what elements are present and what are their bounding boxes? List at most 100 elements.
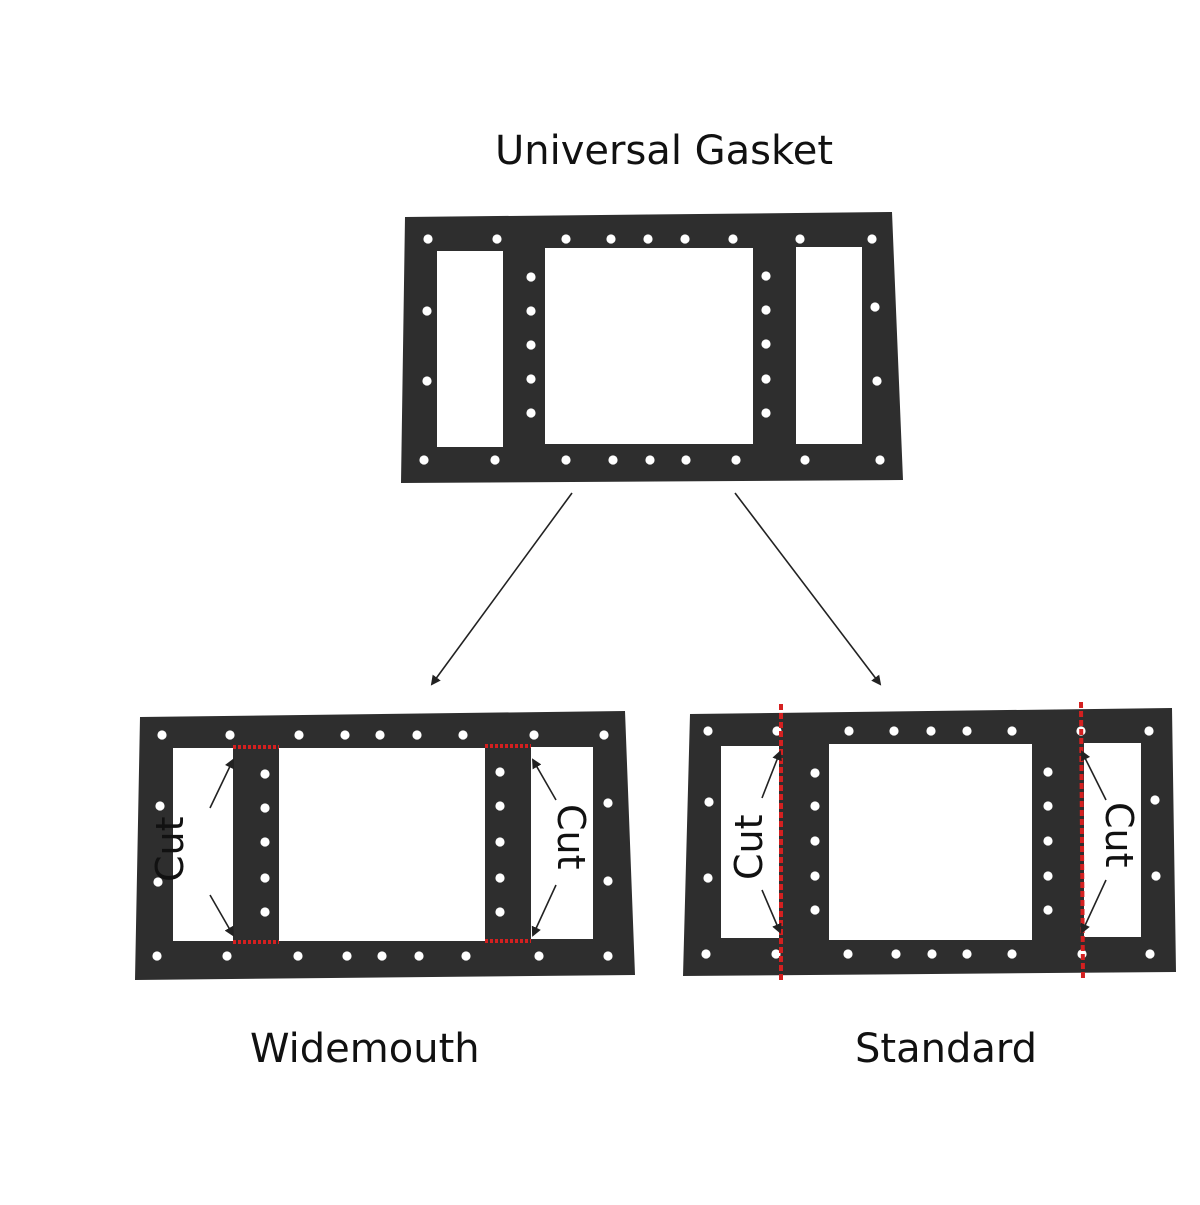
bolt-hole bbox=[260, 837, 270, 847]
bolt-hole bbox=[889, 726, 899, 736]
bolt-hole bbox=[157, 730, 167, 740]
bolt-hole bbox=[260, 907, 270, 917]
widemouth-gasket bbox=[135, 711, 635, 980]
title-label: Universal Gasket bbox=[495, 128, 834, 174]
bolt-hole bbox=[701, 949, 711, 959]
bolt-hole bbox=[495, 873, 505, 883]
bolt-hole bbox=[561, 455, 571, 465]
bolt-hole bbox=[891, 949, 901, 959]
cut-line bbox=[1079, 701, 1085, 981]
bolt-hole bbox=[606, 234, 616, 244]
bolt-hole bbox=[495, 907, 505, 917]
cut-arrow-up bbox=[532, 758, 557, 801]
cut-arrow-down bbox=[1080, 879, 1107, 934]
bolt-hole bbox=[294, 730, 304, 740]
bolt-hole bbox=[962, 949, 972, 959]
bolt-hole bbox=[810, 801, 820, 811]
bolt-hole bbox=[490, 455, 500, 465]
gasket-body bbox=[683, 708, 1176, 976]
bolt-hole bbox=[761, 408, 771, 418]
bolt-hole bbox=[260, 803, 270, 813]
bolt-hole bbox=[526, 340, 536, 350]
bolt-hole bbox=[867, 234, 877, 244]
bolt-hole bbox=[800, 455, 810, 465]
bolt-hole bbox=[680, 234, 690, 244]
bolt-hole bbox=[526, 374, 536, 384]
bolt-hole bbox=[423, 234, 433, 244]
cut-arrow-up bbox=[209, 758, 235, 809]
bolt-hole bbox=[529, 730, 539, 740]
bolt-hole bbox=[608, 455, 618, 465]
arrow-to-standard bbox=[734, 492, 882, 686]
cut-label: Cut bbox=[148, 816, 192, 882]
bolt-hole bbox=[844, 726, 854, 736]
bolt-hole bbox=[526, 306, 536, 316]
bolt-hole bbox=[1145, 949, 1155, 959]
bolt-hole bbox=[1150, 795, 1160, 805]
bolt-hole bbox=[492, 234, 502, 244]
bolt-hole bbox=[728, 234, 738, 244]
cut-arrow-down bbox=[209, 894, 234, 937]
bolt-hole bbox=[704, 797, 714, 807]
widemouth-cut-annotation-left: Cut bbox=[148, 758, 235, 937]
bolt-hole bbox=[761, 305, 771, 315]
bolt-hole bbox=[795, 234, 805, 244]
bolt-hole bbox=[926, 726, 936, 736]
bolt-hole bbox=[495, 837, 505, 847]
bolt-hole bbox=[645, 455, 655, 465]
bolt-hole bbox=[843, 949, 853, 959]
bolt-hole bbox=[761, 271, 771, 281]
bolt-hole bbox=[703, 726, 713, 736]
bolt-hole bbox=[155, 801, 165, 811]
bolt-hole bbox=[222, 951, 232, 961]
bolt-hole bbox=[461, 951, 471, 961]
bolt-hole bbox=[962, 726, 972, 736]
bolt-hole bbox=[761, 374, 771, 384]
bolt-hole bbox=[872, 376, 882, 386]
bolt-hole bbox=[260, 769, 270, 779]
bolt-hole bbox=[603, 951, 613, 961]
cut-arrow-up bbox=[761, 750, 782, 799]
bolt-hole bbox=[731, 455, 741, 465]
bolt-hole bbox=[153, 877, 163, 887]
gasket-body bbox=[401, 212, 903, 483]
bolt-hole bbox=[1043, 767, 1053, 777]
bolt-hole bbox=[599, 730, 609, 740]
bolt-hole bbox=[810, 905, 820, 915]
bolt-hole bbox=[761, 339, 771, 349]
bolt-hole bbox=[703, 873, 713, 883]
bolt-hole bbox=[495, 767, 505, 777]
bolt-hole bbox=[561, 234, 571, 244]
widemouth-cut-annotation-right: Cut bbox=[531, 758, 593, 937]
bolt-hole bbox=[681, 455, 691, 465]
bolt-hole bbox=[1043, 836, 1053, 846]
bolt-hole bbox=[412, 730, 422, 740]
bolt-hole bbox=[152, 951, 162, 961]
bolt-hole bbox=[1144, 726, 1154, 736]
bolt-hole bbox=[526, 408, 536, 418]
standard-label: Standard bbox=[855, 1026, 1037, 1072]
standard-cut-annotation-right: Cut bbox=[1080, 750, 1141, 934]
bolt-hole bbox=[422, 306, 432, 316]
bolt-hole bbox=[927, 949, 937, 959]
bolt-hole bbox=[414, 951, 424, 961]
arrow-to-widemouth bbox=[430, 492, 573, 686]
cut-label: Cut bbox=[1097, 802, 1141, 868]
universal-gasket bbox=[401, 212, 903, 483]
bolt-hole bbox=[1151, 871, 1161, 881]
bolt-hole bbox=[810, 768, 820, 778]
bolt-hole bbox=[225, 730, 235, 740]
gasket-body bbox=[135, 711, 635, 980]
bolt-hole bbox=[771, 949, 781, 959]
bolt-hole bbox=[422, 376, 432, 386]
cut-arrow-down bbox=[531, 884, 557, 937]
cut-arrow-down bbox=[761, 889, 782, 934]
bolt-hole bbox=[1043, 871, 1053, 881]
bolt-hole bbox=[810, 836, 820, 846]
bolt-hole bbox=[603, 798, 613, 808]
bolt-hole bbox=[342, 951, 352, 961]
bolt-hole bbox=[293, 951, 303, 961]
cut-arrow-up bbox=[1081, 750, 1107, 801]
